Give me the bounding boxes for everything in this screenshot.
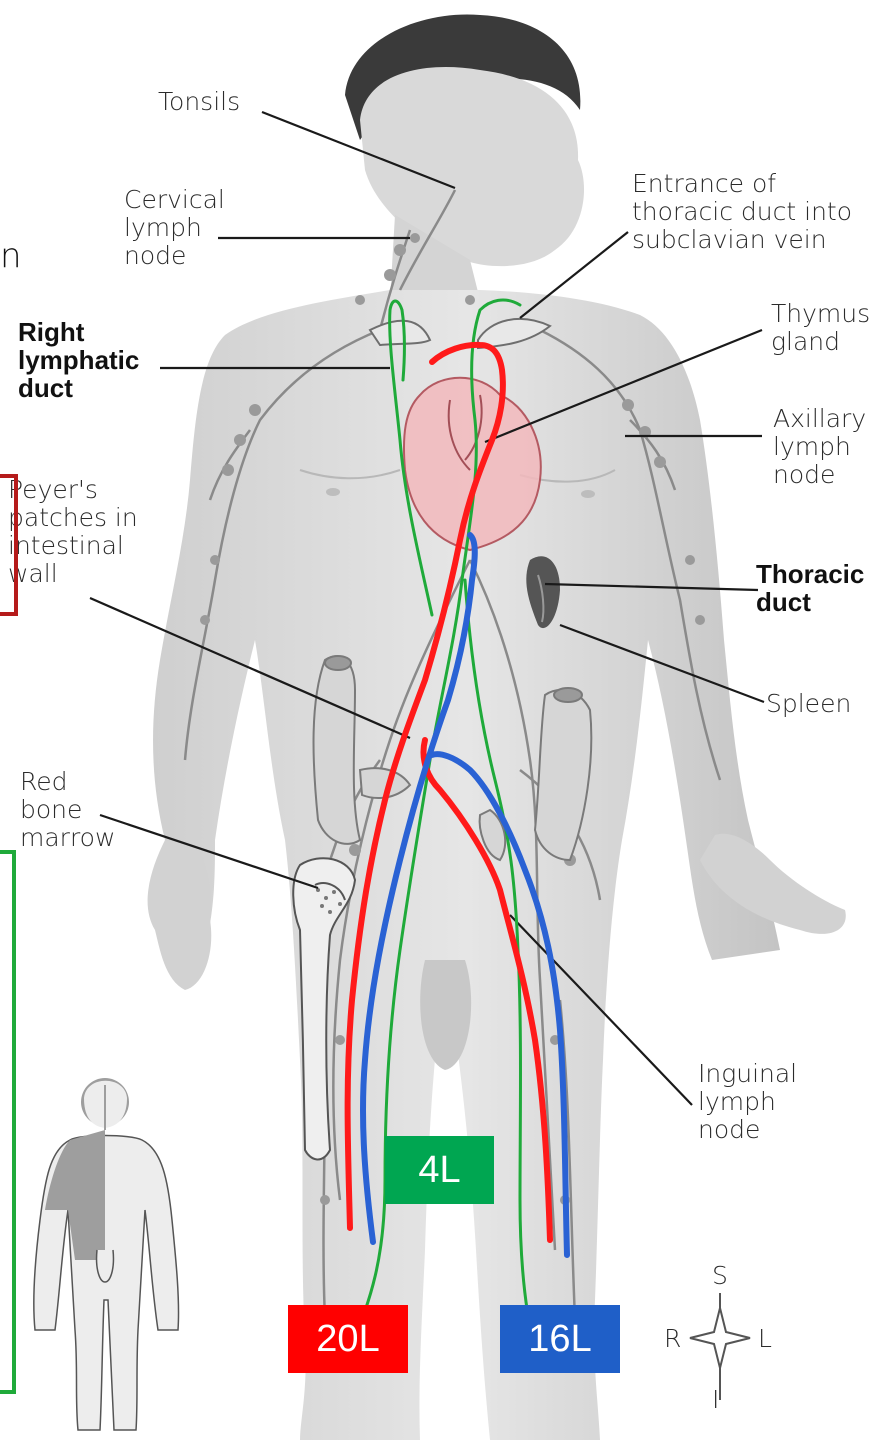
tonsils-label: Tonsils [158,88,240,116]
compass-right-label: R [664,1325,681,1353]
axillary-lymph-node-label: Axillary lymph node [773,405,866,489]
thymus-gland-label: Thymus gland [771,300,870,356]
blue-gauge-tag: 16L [500,1305,620,1373]
stray-letter: n [0,242,22,270]
compass-left-label: L [758,1325,772,1353]
thoracic-duct-label: Thoracic duct [756,560,864,616]
inguinal-lymph-node-label: Inguinal lymph node [698,1060,797,1144]
body-silhouette-icon [34,1078,179,1430]
marrow-bracket [0,850,16,1394]
spleen-label: Spleen [766,690,851,718]
compass-inferior-label: I [712,1386,719,1414]
compass-rose-icon [690,1293,750,1400]
cervical-lymph-node-label: Cervical lymph node [124,186,225,270]
thoracic-duct-entrance-label: Entrance of thoracic duct into subclavia… [632,170,852,254]
red-gauge-tag: 20L [288,1305,408,1373]
green-gauge-tag: 4L [385,1136,494,1204]
right-lymphatic-duct-label: Right lymphatic duct [18,318,139,402]
peyers-bracket [0,474,18,616]
compass-superior-label: S [712,1262,728,1290]
peyers-patches-label: Peyer's patches in intestinal wall [8,476,138,588]
red-bone-marrow-label: Red bone marrow [20,768,115,852]
